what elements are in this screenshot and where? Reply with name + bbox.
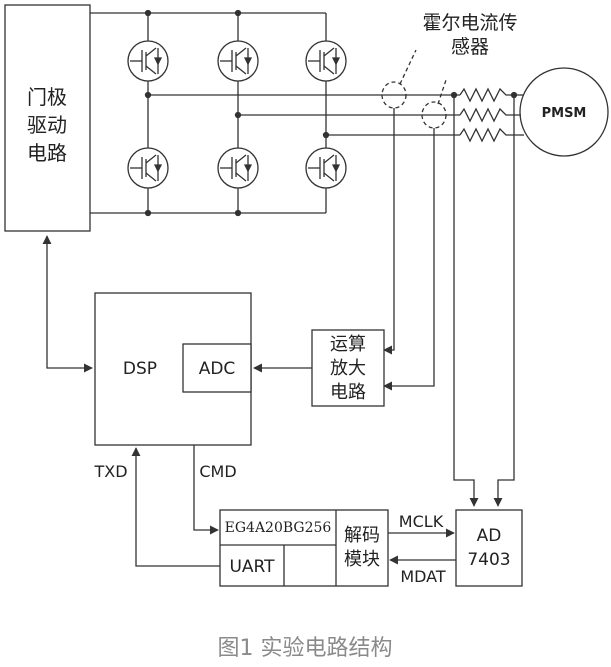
- shunt-resistor: [459, 87, 520, 103]
- fpga-label: EG4A20BG256: [225, 520, 332, 536]
- shunt-resistor: [459, 127, 520, 143]
- hall-sensor-label: 霍尔电流传感器: [422, 12, 517, 58]
- label-line: 7403: [467, 550, 510, 570]
- igbt-switch: [127, 147, 169, 189]
- gate-driver-label: 门极驱动电路: [27, 85, 67, 165]
- txd-label: TXD: [93, 462, 127, 481]
- pmsm-motor: [519, 67, 609, 157]
- cmd-label: CMD: [199, 462, 236, 481]
- label-line: 霍尔电流传: [422, 12, 517, 34]
- label-line: 感器: [451, 36, 489, 58]
- fpga-block: [219, 509, 389, 587]
- amplifier-label: 运算放大电路: [330, 334, 366, 403]
- gate-driver-block: [4, 4, 91, 232]
- shunt-resistor: [459, 107, 520, 123]
- label-line: 电路: [330, 382, 366, 403]
- mdat-label: MDAT: [400, 567, 446, 586]
- decoder-label: 解码模块: [344, 525, 380, 570]
- igbt-switch: [305, 40, 347, 82]
- figure-caption: 图1 实验电路结构: [218, 636, 393, 661]
- label-line: AD: [477, 526, 502, 546]
- igbt-switch: [127, 40, 169, 82]
- adc-block: [182, 343, 252, 393]
- label-line: 解码: [344, 525, 380, 546]
- igbt-switch: [217, 147, 259, 189]
- mclk-label: MCLK: [399, 512, 444, 531]
- uart-label: UART: [229, 557, 275, 577]
- ad7403-label: AD 7403: [467, 526, 510, 570]
- label-line: 门极: [27, 85, 67, 109]
- igbt-switch: [305, 147, 347, 189]
- label-line: 模块: [344, 549, 380, 570]
- hall-sensor: [421, 101, 447, 129]
- igbt-switch: [217, 40, 259, 82]
- hall-sensor: [381, 81, 407, 109]
- label-line: 运算: [330, 334, 366, 355]
- ad7403-block: [455, 509, 523, 587]
- label-line: 放大: [330, 358, 366, 379]
- amplifier-block: [311, 329, 385, 407]
- motor-label: PMSM: [542, 106, 587, 121]
- label-line: 驱动: [27, 113, 67, 137]
- adc-label: ADC: [199, 359, 236, 379]
- dsp-label: DSP: [123, 359, 157, 379]
- label-line: 电路: [27, 141, 67, 165]
